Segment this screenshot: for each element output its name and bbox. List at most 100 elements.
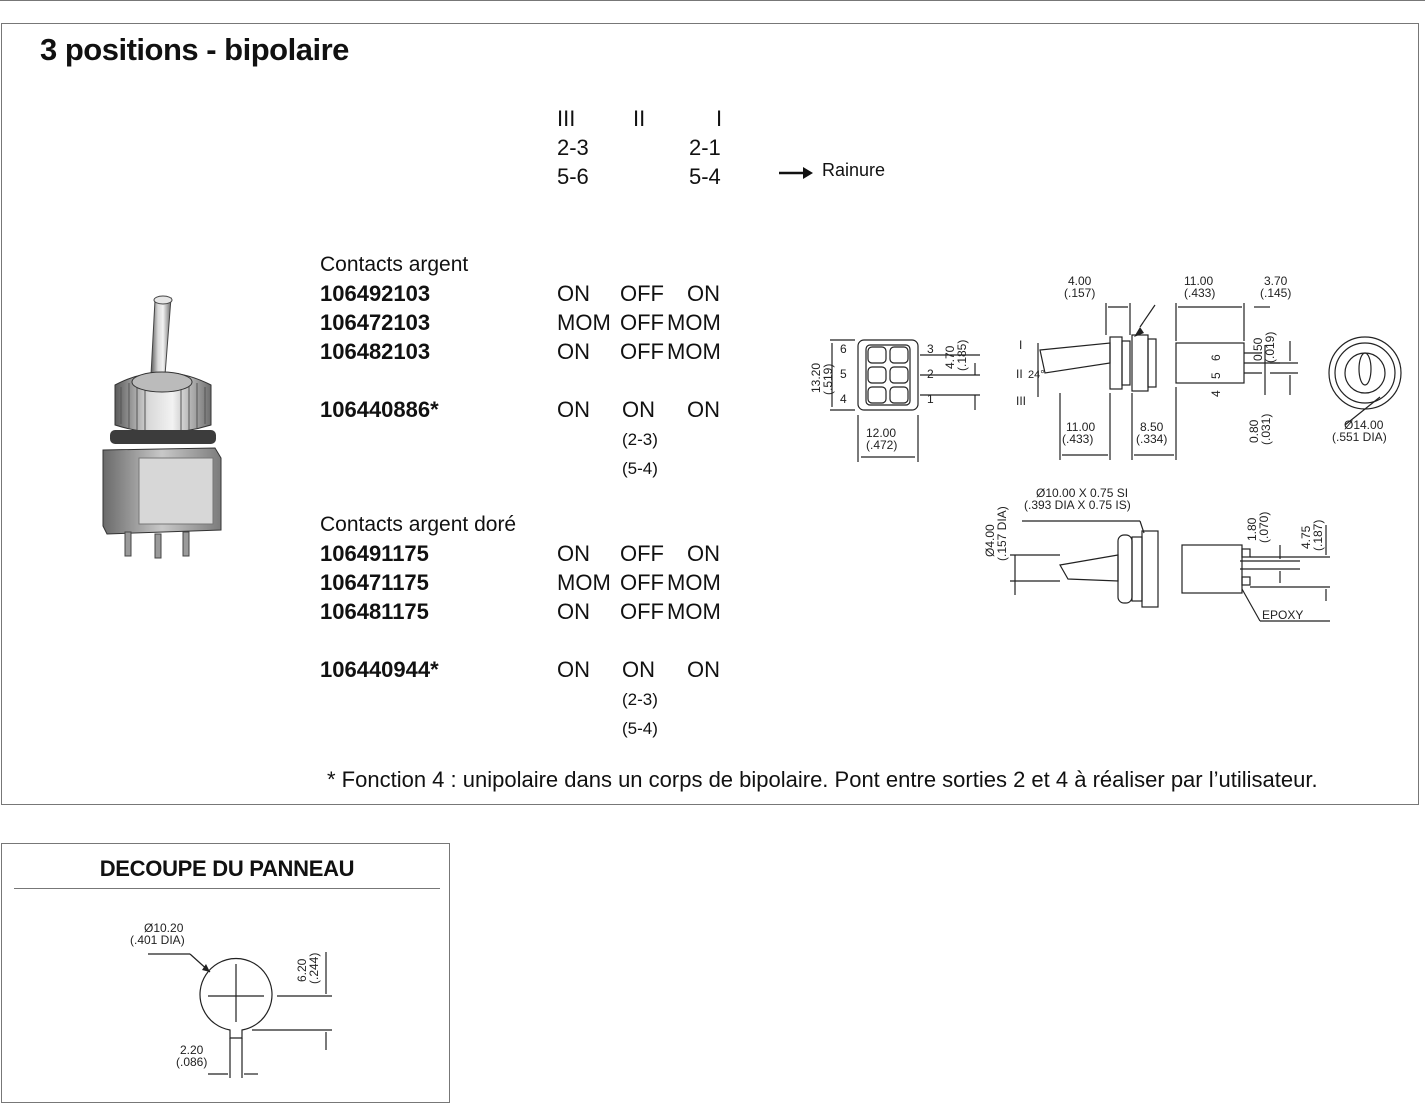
arrow-right-icon: [779, 167, 813, 179]
contact-state: OFF: [620, 570, 664, 595]
contact-state: ON: [687, 397, 720, 422]
svg-text:6: 6: [840, 342, 847, 356]
svg-text:4.70: 4.70: [943, 345, 957, 369]
contact-state: ON: [622, 657, 655, 682]
position-II: II: [633, 106, 646, 131]
svg-text:(.086): (.086): [176, 1055, 207, 1069]
pole1-left: 2-3: [557, 135, 589, 160]
svg-text:(.401 DIA): (.401 DIA): [130, 933, 185, 947]
bridge-note: (5-4): [622, 719, 658, 738]
part-number-special: 106440886*: [320, 397, 439, 422]
svg-text:24°: 24°: [1028, 369, 1045, 381]
pole2-right: 5-4: [689, 164, 721, 189]
svg-text:0.50: 0.50: [1251, 337, 1265, 361]
pole2-left: 5-6: [557, 164, 589, 189]
svg-text:11.00: 11.00: [1184, 274, 1213, 288]
svg-text:3: 3: [927, 342, 934, 356]
svg-text:8.50: 8.50: [1140, 420, 1164, 434]
contact-state: ON: [687, 657, 720, 682]
pole1-right: 2-1: [689, 135, 721, 160]
position-I: I: [716, 106, 723, 131]
svg-text:(.157): (.157): [1064, 286, 1095, 300]
contact-state: ON: [557, 281, 590, 306]
panel-title: DECOUPE DU PANNEAU: [14, 856, 440, 889]
svg-text:6: 6: [1209, 354, 1223, 361]
panel-cutout-drawing: Ø10.20 (.401 DIA) 6.20 (.244) 2.20 (.086…: [130, 921, 332, 1078]
svg-text:EPOXY: EPOXY: [1262, 608, 1303, 622]
svg-text:0.80: 0.80: [1247, 419, 1261, 443]
contact-state: MOM: [667, 339, 721, 364]
svg-text:II: II: [1016, 367, 1023, 381]
contact-state: ON: [557, 541, 590, 566]
svg-text:4.75: 4.75: [1299, 525, 1313, 549]
bridge-note: (2-3): [622, 430, 658, 449]
contact-state: OFF: [620, 281, 664, 306]
part-number: 106472103: [320, 310, 431, 335]
contact-state: MOM: [667, 310, 721, 335]
top-rule: [0, 0, 1425, 1]
svg-text:(.334): (.334): [1136, 432, 1167, 446]
page-title: 3 positions - bipolaire: [40, 32, 349, 67]
svg-text:11.00: 11.00: [1066, 420, 1095, 434]
part-number: 106471175: [320, 570, 429, 595]
technical-drawing: 13.20 (.519) 12.00 (.472) 4.70 (.185) 6 …: [809, 274, 1402, 622]
svg-text:(.551 DIA): (.551 DIA): [1332, 430, 1387, 444]
contact-state: MOM: [667, 570, 721, 595]
svg-text:(.019): (.019): [1263, 332, 1277, 363]
contact-state: OFF: [620, 310, 664, 335]
contact-state: ON: [557, 397, 590, 422]
contact-state: ON: [622, 397, 655, 422]
part-number: 106492103: [320, 281, 431, 306]
svg-text:(.185): (.185): [955, 340, 969, 371]
svg-text:III: III: [1016, 394, 1026, 408]
svg-text:6.20: 6.20: [295, 958, 309, 982]
svg-text:2.20: 2.20: [180, 1043, 204, 1057]
svg-text:(.187): (.187): [1311, 520, 1325, 551]
contact-state: OFF: [620, 541, 664, 566]
panel-cutout-section: DECOUPE DU PANNEAU Ø10.20 (.401 DIA) 6.2…: [1, 843, 450, 1103]
part-number: 106482103: [320, 339, 431, 364]
svg-text:(.433): (.433): [1184, 286, 1215, 300]
contact-state: ON: [687, 281, 720, 306]
contact-state: ON: [557, 657, 590, 682]
svg-text:I: I: [1019, 338, 1022, 352]
footnote: * Fonction 4 : unipolaire dans un corps …: [327, 767, 1318, 792]
svg-text:(.070): (.070): [1257, 512, 1271, 543]
svg-text:(.472): (.472): [866, 438, 897, 452]
svg-text:(.157 DIA): (.157 DIA): [995, 506, 1009, 561]
svg-text:2: 2: [927, 367, 934, 381]
svg-text:Ø10.00 X 0.75 SI: Ø10.00 X 0.75 SI: [1036, 486, 1128, 500]
groove-label: Rainure: [822, 160, 886, 180]
contact-state: ON: [557, 339, 590, 364]
svg-text:(.393 DIA X 0.75 IS): (.393 DIA X 0.75 IS): [1024, 498, 1131, 512]
contact-state: ON: [687, 541, 720, 566]
contact-state: MOM: [557, 310, 611, 335]
svg-text:Ø4.00: Ø4.00: [983, 524, 997, 557]
svg-text:4.00: 4.00: [1068, 274, 1092, 288]
svg-text:(.031): (.031): [1259, 414, 1273, 445]
svg-text:(.145): (.145): [1260, 286, 1291, 300]
contact-state: MOM: [667, 599, 721, 624]
svg-text:4: 4: [840, 392, 847, 406]
svg-text:(.433): (.433): [1062, 432, 1093, 446]
svg-text:5: 5: [840, 367, 847, 381]
part-number: 106491175: [320, 541, 429, 566]
svg-text:4: 4: [1209, 390, 1223, 397]
svg-text:(.519): (.519): [821, 364, 835, 395]
group-heading-silver: Contacts argent: [320, 253, 469, 276]
contact-state: OFF: [620, 339, 664, 364]
main-section: [1, 23, 1419, 805]
part-number: 106481175: [320, 599, 429, 624]
position-III: III: [557, 106, 576, 131]
svg-text:12.00: 12.00: [866, 426, 896, 440]
svg-text:3.70: 3.70: [1264, 274, 1288, 288]
svg-text:1.80: 1.80: [1245, 517, 1259, 541]
svg-text:13.20: 13.20: [809, 363, 823, 393]
svg-text:5: 5: [1209, 372, 1223, 379]
bridge-note: (5-4): [622, 459, 658, 478]
svg-text:Ø14.00: Ø14.00: [1344, 418, 1384, 432]
svg-text:(.244): (.244): [307, 953, 321, 984]
contact-state: ON: [557, 599, 590, 624]
svg-text:Ø10.20: Ø10.20: [144, 921, 184, 935]
toggle-switch-photo: [102, 295, 222, 559]
